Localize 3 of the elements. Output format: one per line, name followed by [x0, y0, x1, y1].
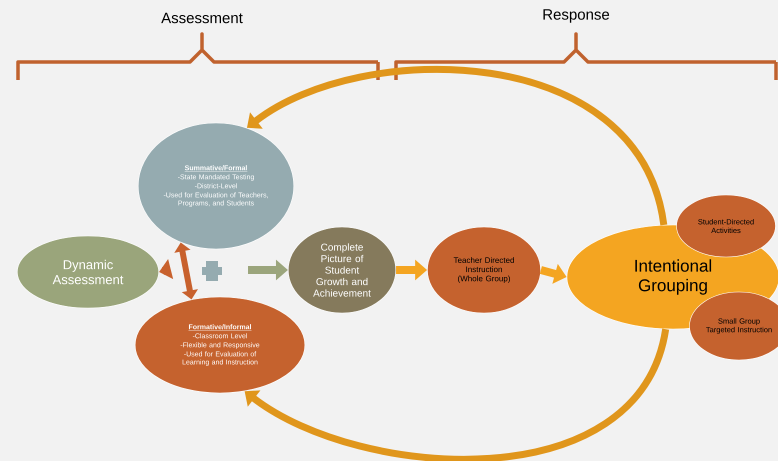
arrow — [244, 328, 670, 461]
heading: Assessment — [161, 12, 243, 24]
heading: Response — [543, 9, 610, 23]
